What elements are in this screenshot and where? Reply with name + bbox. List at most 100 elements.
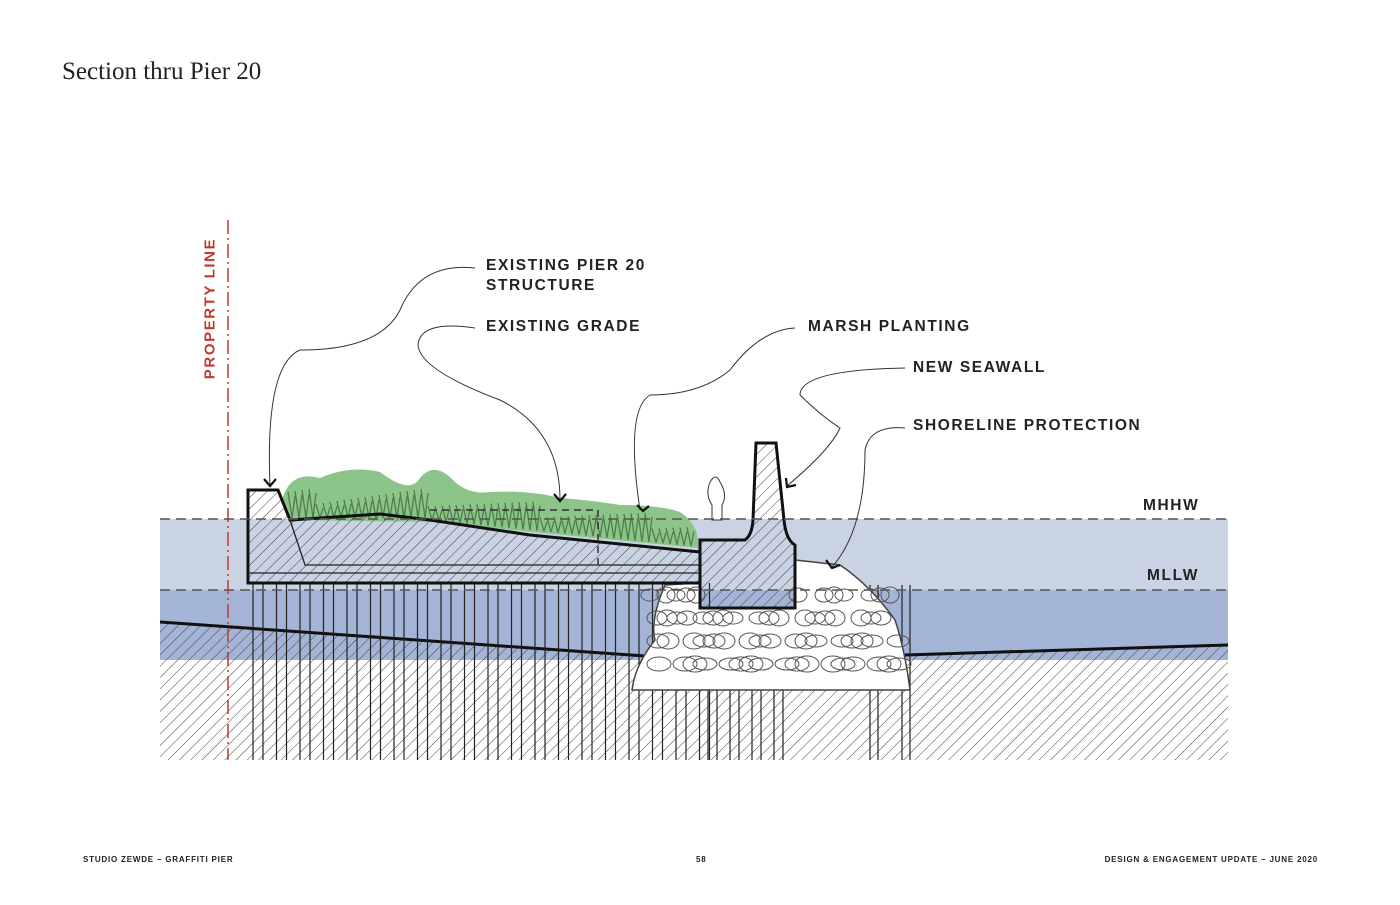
rock (850, 609, 872, 627)
person-figure (707, 476, 726, 521)
pile (602, 514, 608, 538)
label-new-seawall: NEW SEAWALL (913, 359, 1046, 376)
pile (571, 520, 576, 535)
rock (646, 610, 668, 626)
pile (417, 493, 422, 519)
pile (424, 492, 429, 519)
pile (392, 492, 398, 519)
rock (804, 634, 828, 648)
pile (539, 517, 545, 532)
rock (702, 633, 726, 649)
rock (748, 634, 772, 648)
new-seawall (698, 441, 797, 610)
pile (651, 528, 657, 543)
page-number: 58 (696, 855, 707, 864)
pile (312, 492, 317, 519)
pile (672, 527, 678, 545)
rock (794, 632, 818, 650)
pile (564, 520, 569, 534)
rock (794, 655, 820, 673)
pile (690, 530, 695, 547)
pile (473, 508, 478, 525)
pile (550, 520, 555, 533)
pile (532, 501, 538, 531)
label-line: EXISTING PIER 20 (486, 257, 646, 274)
pile (298, 494, 303, 519)
rock (774, 657, 800, 671)
rock (702, 610, 724, 626)
rock (682, 632, 706, 650)
rock (656, 632, 680, 650)
rock (656, 609, 678, 627)
rock (676, 587, 696, 603)
pile (525, 501, 531, 531)
pile (476, 503, 482, 526)
pile (606, 518, 611, 538)
footer-right: DESIGN & ENGAGEMENT UPDATE – JUNE 2020 (1104, 855, 1318, 864)
rock (646, 656, 672, 672)
pile (427, 506, 433, 521)
rock (866, 656, 892, 672)
pile (630, 513, 636, 541)
rock (860, 611, 882, 625)
rock (804, 611, 826, 625)
pile (644, 512, 650, 542)
pile (301, 489, 307, 519)
page-title: Section thru Pier 20 (62, 58, 262, 85)
pier-structure (246, 488, 702, 585)
pile (315, 503, 321, 519)
pile (445, 509, 450, 522)
rock (672, 656, 698, 672)
pile (553, 516, 559, 533)
pile (319, 507, 324, 519)
pile (620, 518, 625, 540)
pile (511, 502, 517, 529)
pile (578, 519, 583, 536)
pile (574, 515, 580, 536)
rock (640, 588, 660, 602)
rock (834, 588, 854, 602)
label-mllw: MLLW (1147, 567, 1200, 584)
pile (480, 507, 485, 526)
pile (406, 490, 412, 519)
pile (466, 508, 471, 524)
pile (543, 521, 548, 532)
rock (830, 634, 854, 648)
pile (403, 495, 408, 519)
pile (441, 505, 447, 522)
rock (850, 632, 874, 650)
pile (410, 494, 415, 519)
pile (585, 519, 590, 536)
pile (413, 489, 419, 519)
pile (462, 504, 468, 524)
rock (880, 586, 900, 604)
pile (665, 527, 671, 545)
pile (655, 532, 660, 543)
pile (637, 513, 643, 542)
rock (860, 588, 880, 602)
pile (588, 515, 594, 537)
property-line-label: PROPERTY LINE (201, 237, 219, 380)
pile (497, 503, 503, 528)
pile (518, 502, 524, 530)
pile (599, 518, 604, 538)
rock (870, 587, 890, 603)
rock (656, 586, 676, 604)
pile (676, 531, 681, 545)
rock (784, 656, 810, 672)
rock (820, 655, 846, 673)
label-existing-grade: EXISTING GRADE (486, 318, 642, 335)
footer-left: STUDIO ZEWDE – GRAFFITI PIER (83, 855, 234, 864)
pile (329, 501, 335, 519)
pile (522, 506, 527, 530)
rock (718, 657, 744, 671)
rock (784, 633, 808, 649)
rock (886, 634, 910, 648)
pile (683, 531, 688, 546)
pile (641, 517, 646, 542)
pile (469, 504, 475, 525)
rock (728, 656, 754, 672)
rock (860, 634, 884, 648)
rock (748, 657, 774, 671)
pile (494, 507, 499, 527)
